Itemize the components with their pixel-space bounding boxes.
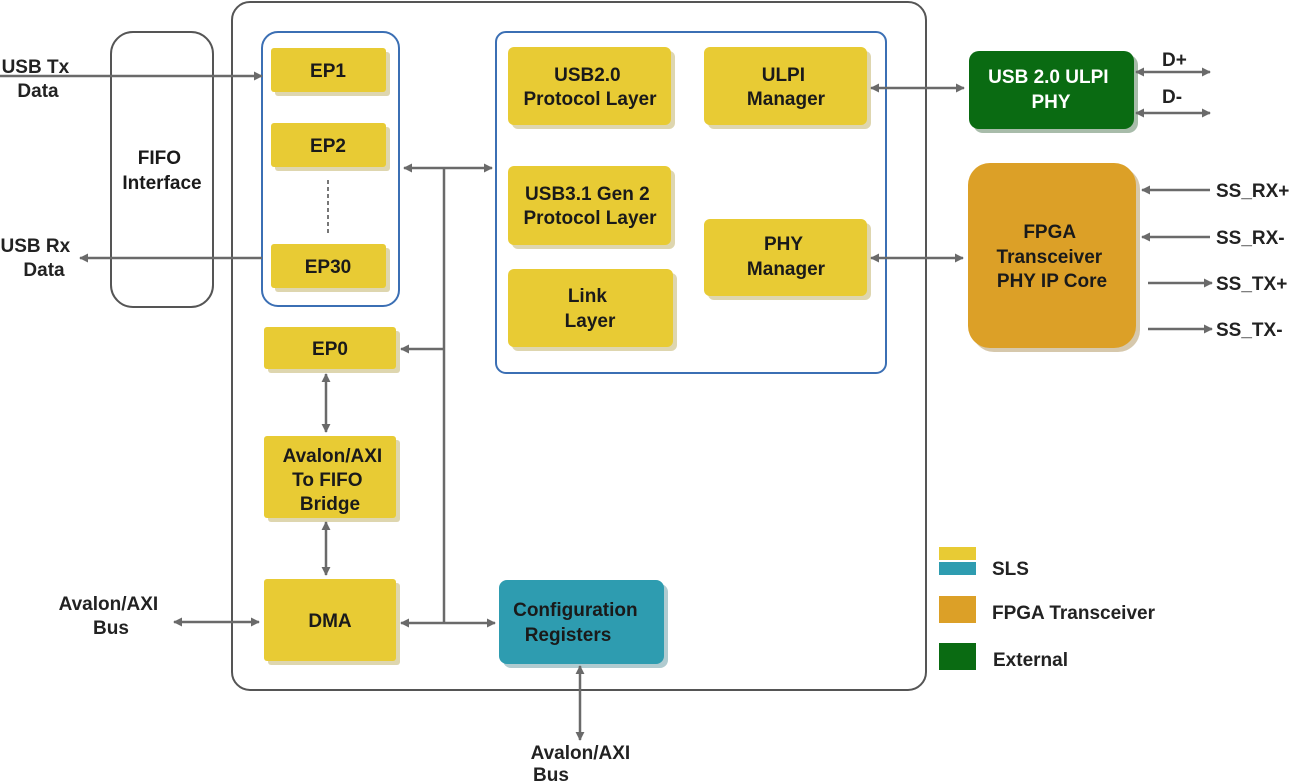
- legend-sls-teal-swatch: [939, 562, 976, 575]
- legend-sls-yellow-swatch: [939, 547, 976, 560]
- ulpi-phy-block: [969, 51, 1134, 129]
- ss-rx-plus-label: SS_RX+: [1216, 181, 1289, 202]
- avalon-bottom-label: Avalon/AXI Bus: [531, 743, 636, 784]
- endpoint-group: [261, 31, 400, 307]
- ss-rx-minus-label: SS_RX-: [1216, 228, 1285, 249]
- legend-sls-label: SLS: [992, 559, 1029, 580]
- ulpi-manager-block: [704, 47, 867, 125]
- ulpi-manager-label: ULPI Manager: [747, 65, 826, 110]
- link-layer-label: Link Layer: [565, 286, 616, 332]
- ep30-block: [271, 244, 386, 288]
- ss-tx-plus-label: SS_TX+: [1216, 274, 1287, 295]
- ep2-block: [271, 123, 386, 167]
- legend-external-label: External: [993, 650, 1068, 671]
- dma-block: [264, 579, 396, 661]
- ep1-block: [271, 48, 386, 92]
- config-registers-block: [499, 580, 664, 664]
- d-plus-label: D+: [1162, 50, 1187, 71]
- bridge-block: [264, 436, 396, 518]
- legend-external-swatch: [939, 643, 976, 670]
- ep0-label: EP0: [312, 339, 348, 360]
- fifo-interface-box: [110, 31, 214, 308]
- usb2-protocol-layer-label: USB2.0 Protocol Layer: [523, 65, 657, 110]
- fpga-phy-block: [968, 163, 1136, 348]
- fifo-interface-label: FIFO Interface: [122, 148, 201, 194]
- ep0-block: [264, 327, 396, 369]
- ep1-label: EP1: [310, 61, 346, 82]
- ulpi-phy-label: USB 2.0 ULPI PHY: [988, 67, 1114, 113]
- avalon-left-label: Avalon/AXI Bus: [59, 594, 164, 639]
- connectors: [0, 67, 1213, 741]
- d-minus-label: D-: [1162, 87, 1182, 108]
- phy-manager-label: PHY Manager: [747, 234, 826, 280]
- fpga-phy-label: FPGA Transceiver PHY IP Core: [997, 222, 1108, 292]
- usb31-protocol-layer-block: [508, 166, 671, 245]
- legend: SLS FPGA Transceiver External: [939, 547, 1156, 671]
- link-layer-block: [508, 269, 673, 347]
- legend-fpga-label: FPGA Transceiver: [992, 603, 1156, 624]
- legend-fpga-swatch: [939, 596, 976, 623]
- usb-rx-label: USB Rx Data: [1, 236, 76, 281]
- bridge-label: Avalon/AXI To FIFO Bridge: [283, 446, 388, 515]
- ep30-label: EP30: [305, 257, 351, 278]
- usb31-protocol-layer-label: USB3.1 Gen 2 Protocol Layer: [523, 184, 657, 229]
- usb2-protocol-layer-block: [508, 47, 671, 125]
- phy-manager-block: [704, 219, 867, 296]
- ss-tx-minus-label: SS_TX-: [1216, 320, 1283, 341]
- config-registers-label: Configuration Registers: [513, 600, 643, 646]
- usb-tx-label: USB Tx Data: [2, 57, 75, 102]
- dma-label: DMA: [308, 611, 352, 632]
- ep2-label: EP2: [310, 136, 346, 157]
